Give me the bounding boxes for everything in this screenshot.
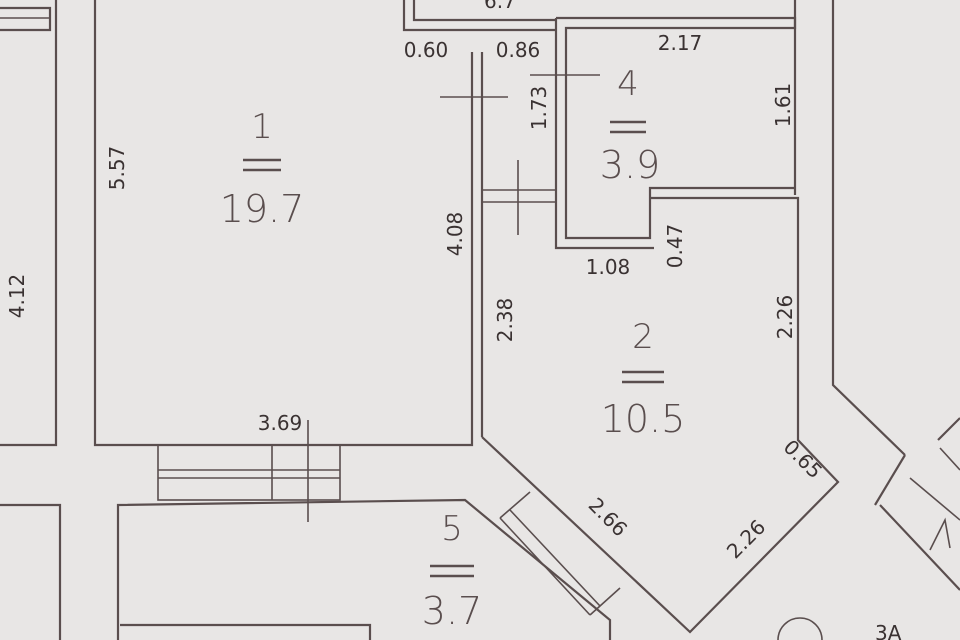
svg-text:5: 5: [441, 509, 463, 549]
dim-room2-right-height: 2.26: [773, 295, 797, 340]
svg-text:1: 1: [251, 107, 273, 147]
dim-room1-height: 5.57: [105, 146, 129, 191]
svg-text:4: 4: [617, 64, 639, 104]
dim-room4-bottom-width: 1.08: [586, 255, 631, 279]
svg-text:3.7: 3.7: [422, 589, 482, 633]
svg-text:3.9: 3.9: [600, 143, 660, 187]
room-1-label: 1 19.7: [220, 107, 305, 231]
room-5-label: 5 3.7: [422, 509, 482, 633]
left-room-walls: [0, 0, 62, 640]
entry-walls: [402, 0, 556, 32]
svg-text:2: 2: [632, 317, 654, 357]
dim-left-room-height: 4.12: [5, 274, 29, 319]
dim-room2-left-height: 2.38: [493, 298, 517, 343]
diagonal-window: [481, 196, 840, 634]
dim-door-width-a: 0.60: [404, 38, 449, 62]
dim-room4-notch: 0.47: [663, 224, 687, 269]
room-4-label: 4 3.9: [600, 64, 660, 187]
partial-room-label-top: 6.7: [484, 0, 516, 13]
room-2-label: 2 10.5: [601, 317, 686, 441]
partial-room-label-bottom-right: 3A: [875, 621, 902, 640]
dim-room4-right-height: 1.61: [771, 83, 795, 128]
dim-room1-width: 3.69: [258, 411, 303, 435]
svg-text:19.7: 19.7: [220, 187, 305, 231]
dim-door-width-b: 0.86: [496, 38, 541, 62]
dim-room4-left-height: 1.73: [527, 86, 551, 131]
dim-room4-width: 2.17: [658, 31, 703, 55]
room-5-walls: [116, 498, 612, 640]
room-4-walls: [440, 16, 797, 250]
dim-corridor-height: 4.08: [443, 212, 467, 257]
right-building-walls: [777, 0, 960, 640]
svg-text:10.5: 10.5: [601, 397, 686, 441]
balcony-door-sill: [157, 420, 341, 522]
